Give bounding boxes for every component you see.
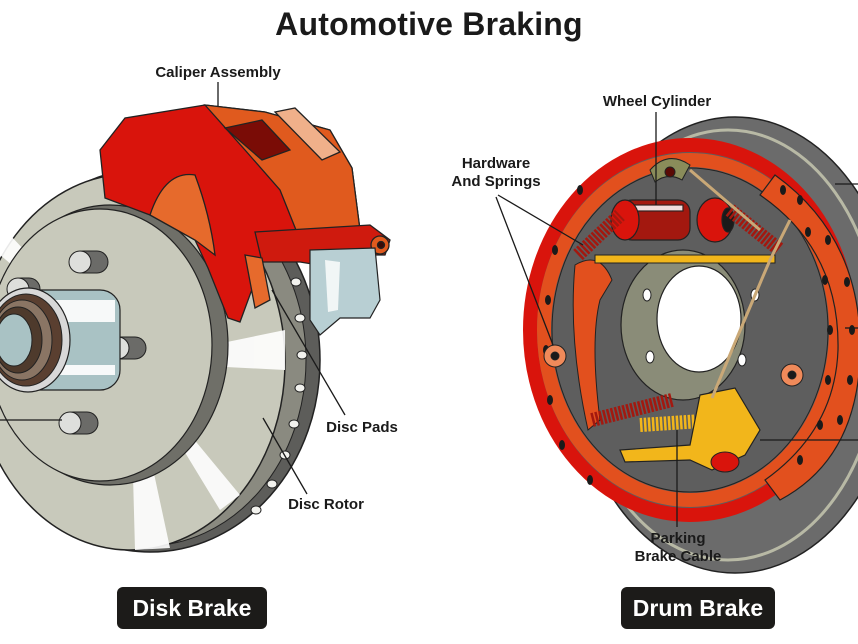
label-parking-line1: Parking [650,530,706,547]
label-hardware-and-springs: Hardware And Springs [444,155,548,191]
drum-brake-badge: Drum Brake [621,587,775,629]
label-hardware-line2: And Springs [451,173,541,190]
parking-brake-cable-line [710,219,792,399]
label-parking-brake-cable: Parking Brake Cable [624,530,732,566]
drum-leader-lines [495,112,858,527]
disk-leader-lines [0,82,346,495]
brake-shoe-left [572,259,613,431]
disk-brake-illustration [0,104,391,553]
leader-disc-pads [271,289,346,416]
disk-brake-badge: Disk Brake [117,587,267,629]
brake-lining-right [759,174,858,501]
rotor-vent-holes [250,248,308,515]
label-disc-pads: Disc Pads [326,419,398,436]
axle-hole [656,265,742,373]
lining-rivets [543,185,855,485]
leader-hardware-springs-a [497,194,584,246]
hold-down-pins [543,344,804,387]
label-hardware-line1: Hardware [461,155,531,172]
return-spring-upper-left [573,209,625,261]
leader-disc-rotor [262,417,308,495]
leader-hardware-springs-b [495,196,554,346]
return-spring-upper-right [725,204,785,256]
label-disc-rotor: Disc Rotor [288,496,364,513]
drum-brake-illustration [523,116,858,574]
label-wheel-cylinder: Wheel Cylinder [602,93,712,110]
parking-brake-lever [619,387,761,471]
lower-anchor [710,451,740,473]
return-spring-lower [590,393,674,427]
wheel-cylinder [610,197,735,243]
adjuster-strut [594,254,776,264]
label-caliper-assembly: Caliper Assembly [155,64,281,81]
diagram-title: Automotive Braking [275,6,583,42]
label-parking-line2: Brake Cable [634,548,722,565]
hub-cap [0,313,33,367]
caliper-bracket [309,247,381,336]
